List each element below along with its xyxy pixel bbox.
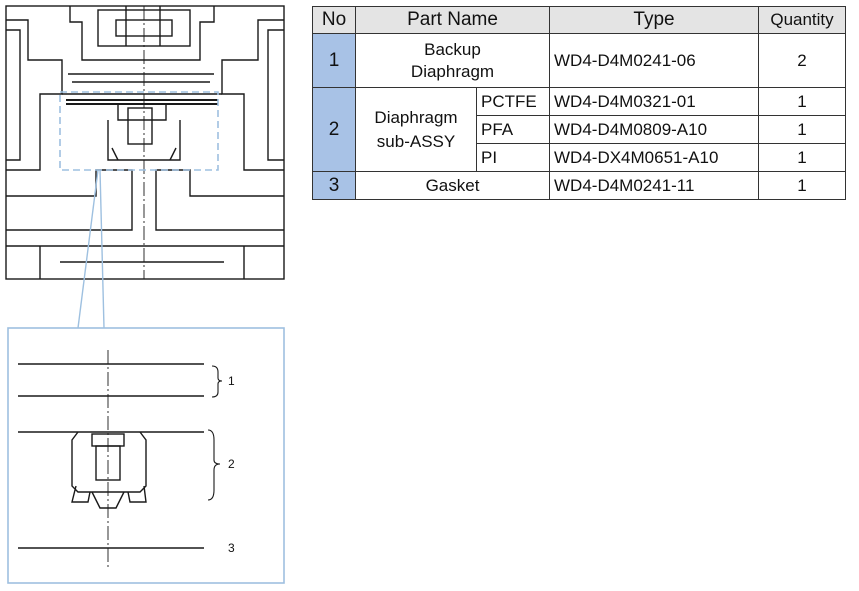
section-view-frame <box>5 5 285 280</box>
callout-label-1: 1 <box>228 374 235 388</box>
part-name-text: Backup Diaphragm <box>410 39 495 81</box>
left-body-outline <box>6 19 63 171</box>
detail-leader-right <box>99 169 105 329</box>
header-type: Type <box>549 6 759 34</box>
right-body-outline <box>221 19 284 171</box>
row-no: 2 <box>312 87 356 172</box>
part-name-cell: Backup Diaphragm <box>355 33 550 88</box>
row-no: 1 <box>312 33 356 88</box>
header-part-name: Part Name <box>355 6 550 34</box>
type-cell: WD4-D4M0241-06 <box>549 33 759 88</box>
header-no: No <box>312 6 356 34</box>
quantity-cell: 2 <box>758 33 846 88</box>
detail-zoom-box <box>59 91 219 171</box>
part-name-cell: Diaphragm sub-ASSY <box>355 87 477 172</box>
part-name-cell: Gasket <box>355 171 550 200</box>
detail-view-frame <box>7 327 285 584</box>
type-cell: WD4-D4M0241-11 <box>549 171 759 200</box>
row-no: 3 <box>312 171 356 200</box>
callout-brace-2 <box>207 429 221 501</box>
material-cell: PCTFE <box>476 87 550 116</box>
callout-label-3: 3 <box>228 541 235 555</box>
table-row: 2 Diaphragm sub-ASSY PCTFE WD4-D4M0321-0… <box>312 87 846 172</box>
material-cell: PI <box>476 143 550 172</box>
material-cell: PFA <box>476 115 550 144</box>
type-cell: WD4-D4M0321-01 <box>549 87 759 116</box>
quantity-cell: 1 <box>758 87 846 116</box>
table-row: 1 Backup Diaphragm WD4-D4M0241-06 2 <box>312 33 846 88</box>
detail-leader-left <box>77 169 99 329</box>
header-quantity: Quantity <box>758 6 846 34</box>
parts-table: No Part Name Type Quantity 1 Backup Diap… <box>312 6 846 200</box>
table-row: PI WD4-DX4M0651-A10 1 <box>313 143 846 172</box>
quantity-cell: 1 <box>758 143 846 172</box>
callout-label-2: 2 <box>228 457 235 471</box>
outlet-channel <box>155 169 284 231</box>
part-name-text: Diaphragm sub-ASSY <box>374 107 458 151</box>
bonnet-outline <box>69 6 215 61</box>
type-cell: WD4-D4M0809-A10 <box>549 115 759 144</box>
diaphragm-body <box>71 431 147 493</box>
quantity-cell: 1 <box>758 115 846 144</box>
valve-cross-section-drawing: 1 2 3 <box>5 5 285 584</box>
callout-brace-1 <box>211 365 223 398</box>
quantity-cell: 1 <box>758 171 846 200</box>
type-cell: WD4-DX4M0651-A10 <box>549 143 759 172</box>
inlet-channel <box>6 169 133 231</box>
table-header-row: No Part Name Type Quantity <box>312 6 846 34</box>
table-row: 3 Gasket WD4-D4M0241-11 1 <box>312 171 846 200</box>
